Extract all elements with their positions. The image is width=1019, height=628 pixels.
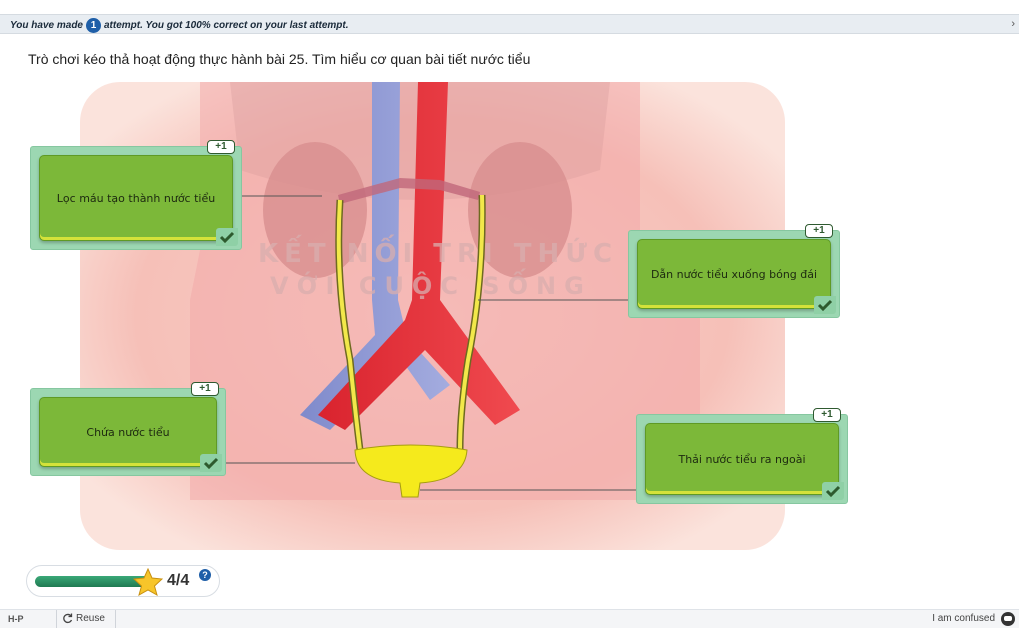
score-badge: +1 [207,140,235,154]
drop-zone-1[interactable]: +1 Lọc máu tạo thành nước tiểu [30,146,242,250]
drop-zone-4[interactable]: +1 Thải nước tiểu ra ngoài [636,414,848,504]
check-icon [200,454,222,472]
check-icon [814,296,836,314]
draggable-label-4[interactable]: Thải nước tiểu ra ngoài [645,423,839,495]
star-icon [133,568,163,601]
help-icon[interactable]: ? [199,569,211,581]
check-icon [822,482,844,500]
chat-icon[interactable] [1001,612,1015,626]
reuse-button[interactable]: Reuse [62,613,105,624]
reuse-label: Reuse [76,613,105,624]
drop-zone-2[interactable]: +1 Dẫn nước tiểu xuống bóng đái [628,230,840,318]
score-badge: +1 [191,382,219,396]
confused-button[interactable]: I am confused [932,613,995,624]
h5p-logo[interactable]: H-P [8,614,24,624]
score-text: 4/4 [167,572,189,590]
score-badge: +1 [805,224,833,238]
score-badge: +1 [813,408,841,422]
score-bar-container: 4/4 ? [26,565,220,597]
draggable-label-1[interactable]: Lọc máu tạo thành nước tiểu [39,155,233,241]
check-icon [216,228,238,246]
drop-zone-3[interactable]: +1 Chứa nước tiểu [30,388,226,476]
watermark-line-1: KẾT NỐI TRI THỨC [258,233,618,269]
draggable-label-2[interactable]: Dẫn nước tiểu xuống bóng đái [637,239,831,309]
reuse-icon [62,613,73,624]
watermark-line-2: VỚI CUỘC SỐNG [270,267,592,300]
footer-bar: H-P Reuse I am confused [0,609,1019,628]
draggable-label-3[interactable]: Chứa nước tiểu [39,397,217,467]
